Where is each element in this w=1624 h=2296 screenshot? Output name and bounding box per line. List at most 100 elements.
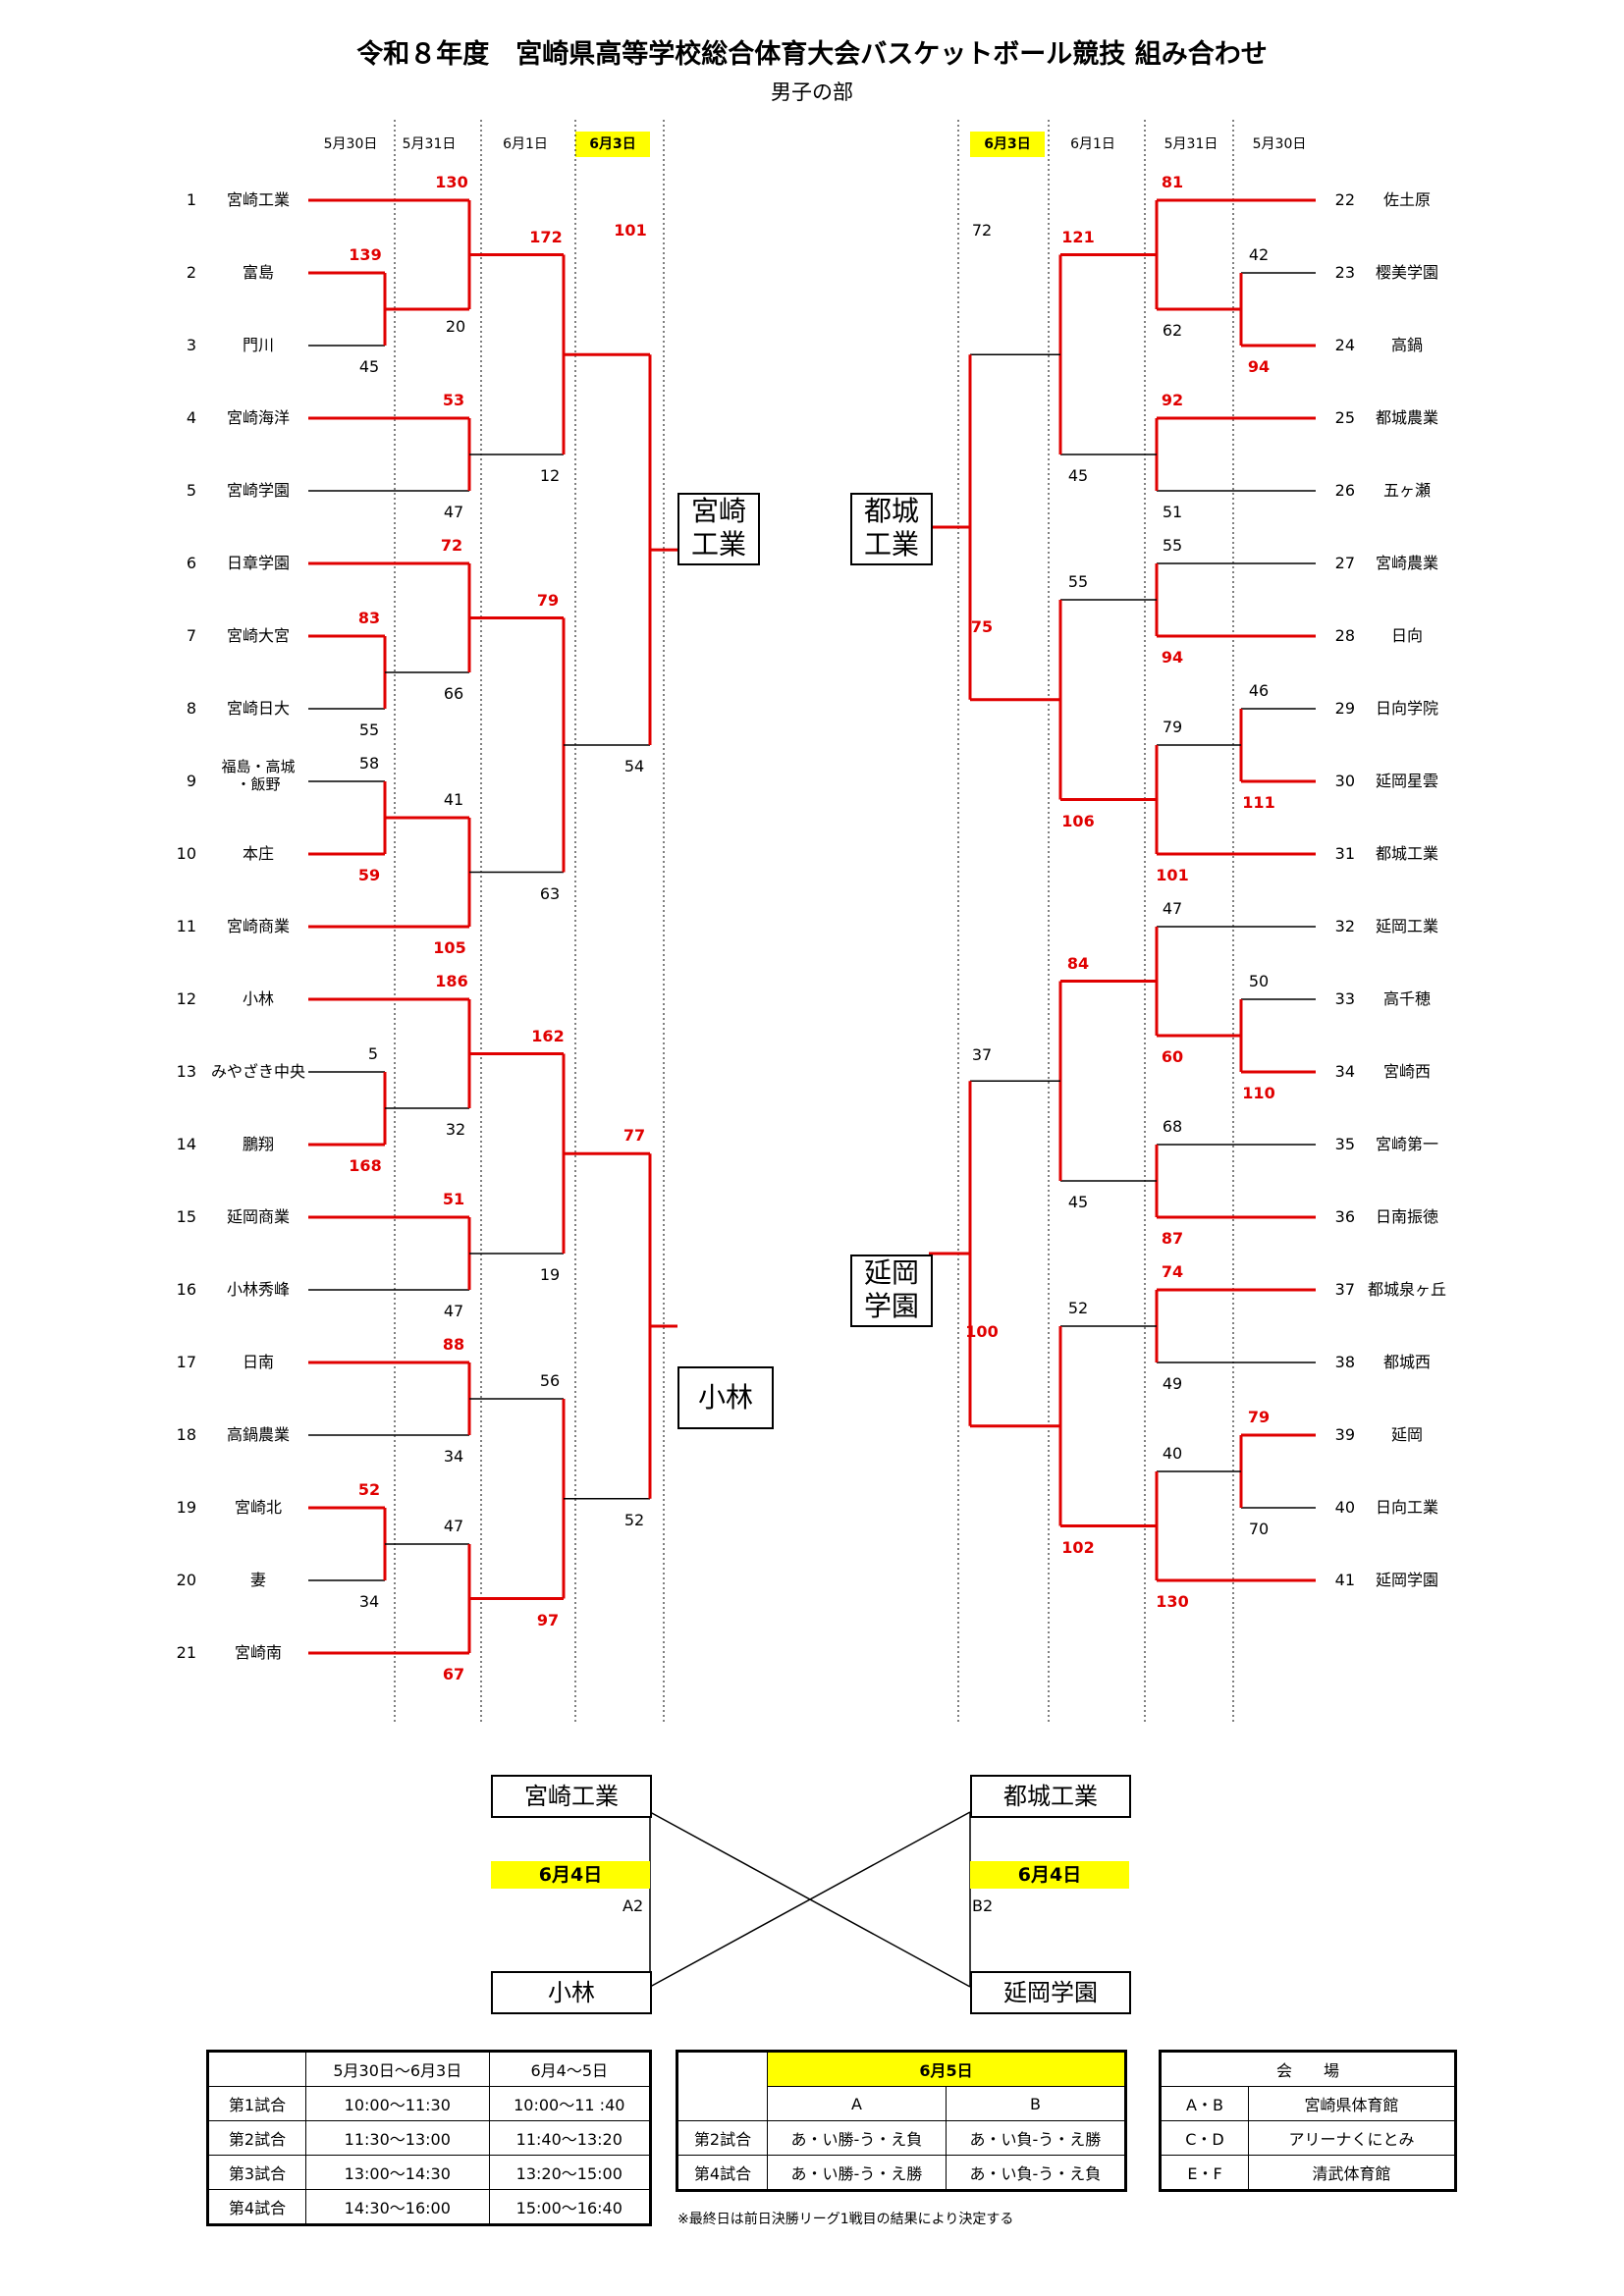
score-label: 79	[1162, 718, 1183, 736]
block-winner-name: 工業	[863, 528, 919, 561]
score-label: 60	[1161, 1047, 1184, 1066]
team-number: 22	[1334, 190, 1355, 209]
table-header: 6月5日	[767, 2051, 1126, 2087]
score-label: 79	[536, 590, 560, 610]
team-number: 18	[176, 1425, 196, 1444]
left-date-header: 5月31日	[402, 136, 457, 152]
team-name: 宮崎南	[234, 1643, 282, 1662]
table-cell: 第2試合	[677, 2120, 768, 2156]
team-name: 日向学院	[1375, 699, 1438, 718]
left-date-header-highlight: 6月3日	[575, 132, 650, 157]
table-row: 第1試合 10:00～11:30 10:00～11 :40	[207, 2086, 652, 2121]
score-label: 110	[1242, 1084, 1275, 1102]
table-cell: あ・い勝-う・え負	[767, 2120, 947, 2156]
score-label: 92	[1161, 391, 1184, 409]
team-number: 15	[176, 1207, 196, 1226]
score-label: 55	[1067, 572, 1089, 591]
score-label: 105	[433, 938, 466, 957]
team-number: 20	[176, 1571, 196, 1589]
table-header: 会 場	[1160, 2051, 1456, 2087]
table-row: E・F 清武体育館	[1160, 2155, 1456, 2191]
schedule-table: 5月30日～6月3日 6月4～5日 第1試合 10:00～11:30 10:00…	[206, 2050, 652, 2226]
final-team-box: 宮崎工業	[491, 1775, 652, 1818]
score-label: 55	[1162, 536, 1183, 555]
score-label: 94	[1161, 648, 1184, 667]
team-number: 38	[1334, 1353, 1355, 1371]
block-winner-name: 延岡	[863, 1256, 919, 1289]
table-cell: アリーナくにとみ	[1248, 2120, 1456, 2156]
score-label: 46	[1248, 681, 1270, 700]
score-label: 111	[1242, 793, 1275, 812]
team-number: 3	[186, 336, 196, 354]
table-header: A	[767, 2086, 947, 2121]
table-row: 第3試合 13:00～14:30 13:20～15:00	[207, 2155, 652, 2190]
right-date-header-highlight: 6月3日	[970, 132, 1045, 157]
team-number: 34	[1334, 1062, 1355, 1081]
team-name: 小林秀峰	[226, 1280, 290, 1299]
final-team-box: 都城工業	[970, 1775, 1131, 1818]
table-row: 第2試合 11:30～13:00 11:40～13:20	[207, 2120, 652, 2156]
team-number: 24	[1334, 336, 1355, 354]
team-name: 都城西	[1382, 1353, 1431, 1371]
table-cell: 宮崎県体育館	[1248, 2086, 1456, 2121]
team-number: 14	[176, 1135, 196, 1153]
team-number: 32	[1334, 917, 1355, 935]
team-name: 延岡工業	[1375, 917, 1438, 935]
block-winner-name: 小林	[697, 1381, 753, 1414]
score-label: 70	[1248, 1520, 1270, 1538]
team-name: 延岡星雲	[1375, 772, 1438, 790]
table-header: 5月30日～6月3日	[305, 2051, 490, 2087]
score-label: 121	[1061, 227, 1095, 246]
score-label: 83	[357, 609, 381, 627]
team-name: みやざき中央	[210, 1062, 305, 1081]
team-number: 19	[176, 1498, 196, 1517]
score-label: 56	[539, 1371, 561, 1390]
team-name: 延岡	[1390, 1425, 1423, 1444]
team-name: 日章学園	[226, 554, 290, 572]
team-name-line: ・飯野	[236, 775, 281, 793]
table-cell: 15:00～16:40	[488, 2189, 652, 2225]
table-header: B	[945, 2086, 1127, 2121]
league-note: ※最終日は前日決勝リーグ1戦目の結果により決定する	[677, 2212, 1014, 2227]
table-cell: C・D	[1160, 2120, 1249, 2156]
page-subtitle: 男子の部	[771, 80, 853, 104]
table-cell: 11:30～13:00	[305, 2120, 490, 2156]
table-cell: 13:00～14:30	[305, 2155, 490, 2190]
team-name: 宮崎日大	[226, 699, 290, 718]
team-name: 日南	[242, 1353, 274, 1371]
score-label: 79	[1247, 1408, 1271, 1426]
score-label: 47	[443, 503, 464, 521]
block-winner-name: 宮崎	[690, 495, 746, 527]
table-cell: 清武体育館	[1248, 2155, 1456, 2191]
team-number: 26	[1334, 481, 1355, 500]
right-date-header: 5月31日	[1164, 136, 1218, 152]
team-number: 39	[1334, 1425, 1355, 1444]
table-cell: あ・い負-う・え負	[945, 2155, 1127, 2191]
score-label: 67	[442, 1665, 465, 1683]
team-number: 7	[186, 626, 196, 645]
league-table: 6月5日 A B 第2試合 あ・い勝-う・え負 あ・い負-う・え勝 第4試合 あ…	[676, 2050, 1127, 2192]
score-label: 45	[1067, 466, 1089, 485]
table-cell: 第3試合	[207, 2155, 306, 2190]
right-date-header: 5月30日	[1252, 136, 1307, 152]
score-label: 51	[1162, 503, 1183, 521]
score-label: 19	[539, 1265, 561, 1284]
team-name: 延岡学園	[1375, 1571, 1438, 1589]
score-label: 53	[442, 391, 465, 409]
team-name: 宮崎海洋	[226, 408, 290, 427]
team-name: 宮崎第一	[1375, 1135, 1438, 1153]
team-name-line: 福島・高城	[221, 758, 296, 775]
team-name: 宮崎商業	[226, 917, 290, 935]
team-name: 門川	[242, 336, 274, 354]
team-number: 2	[186, 263, 196, 282]
score-label: 59	[357, 866, 381, 884]
team-name: 福島・高城・飯野	[185, 758, 332, 793]
team-number: 21	[176, 1643, 196, 1662]
table-cell: 11:40～13:20	[488, 2120, 652, 2156]
score-label: 45	[1067, 1193, 1089, 1211]
team-number: 37	[1334, 1280, 1355, 1299]
team-number: 40	[1334, 1498, 1355, 1517]
score-label: 34	[358, 1592, 380, 1611]
team-number: 25	[1334, 408, 1355, 427]
score-label: 42	[1248, 245, 1270, 264]
